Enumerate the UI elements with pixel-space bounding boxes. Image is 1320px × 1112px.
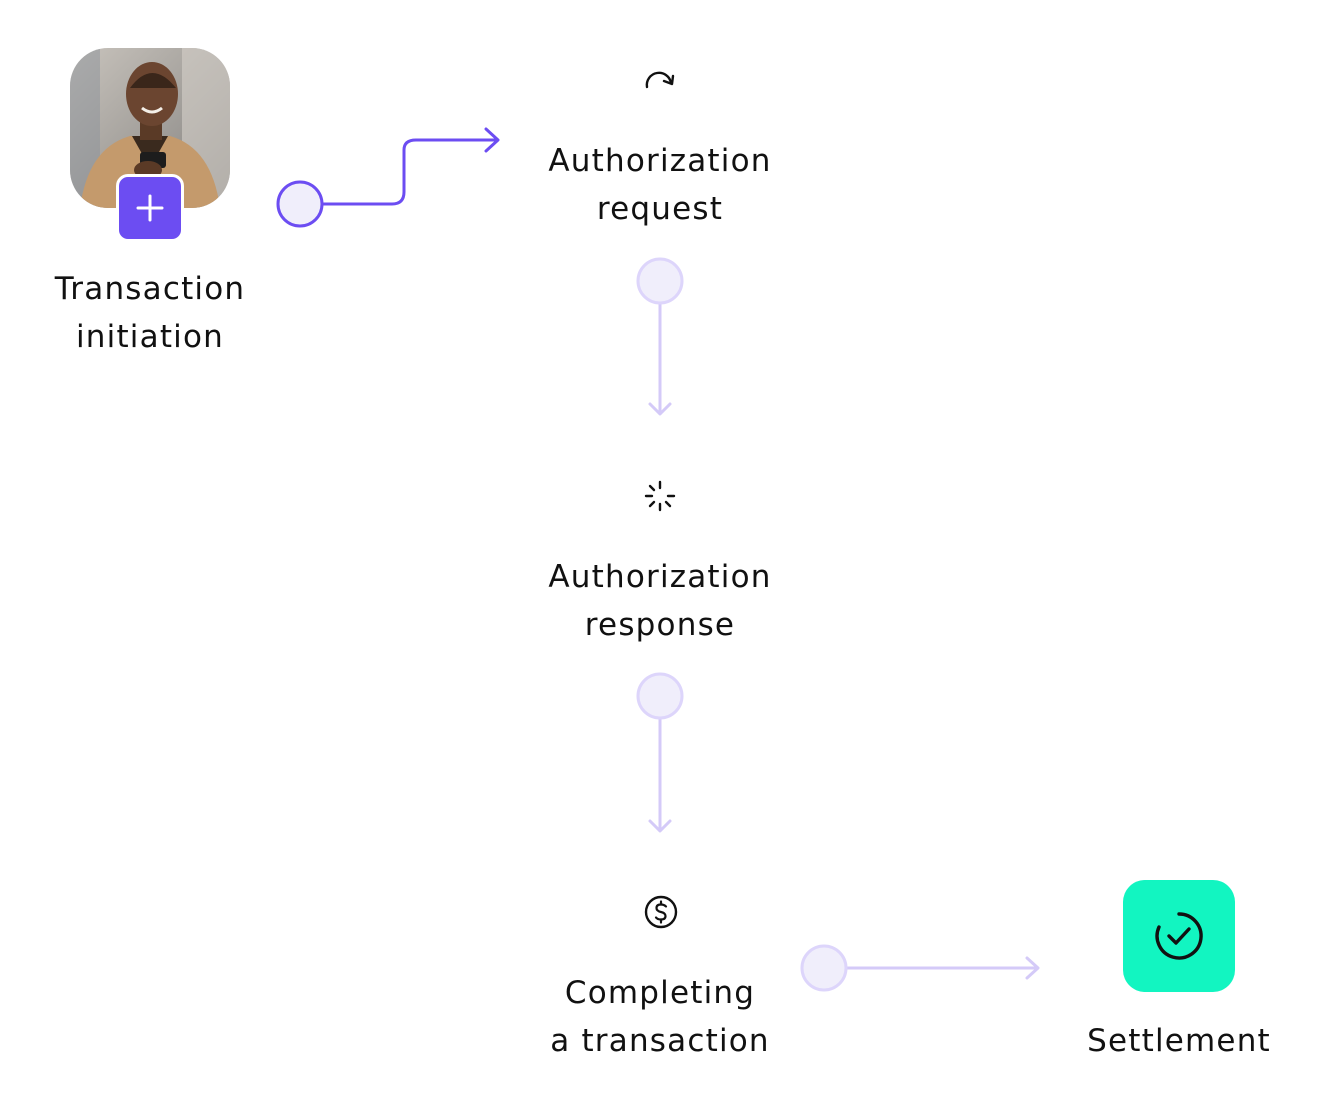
step-label-auth-response: Authorization response: [510, 553, 810, 649]
step-label-auth-response-line1: Authorization: [548, 559, 772, 595]
step-label-completing: Completing a transaction: [510, 969, 810, 1065]
settlement-tile: [1123, 880, 1235, 992]
step-label-initiation: Transaction initiation: [0, 265, 300, 361]
plus-icon: [116, 174, 184, 242]
redo-arrow-icon: [642, 66, 678, 96]
connector-initiation-to-request: [322, 138, 497, 206]
connector-node-response: [636, 672, 684, 720]
connector-node-initiation: [276, 180, 324, 228]
step-label-initiation-line2: initiation: [75, 319, 225, 355]
step-label-auth-request: Authorization request: [510, 137, 810, 233]
step-label-completing-line2: a transaction: [550, 1023, 770, 1059]
connector-arrowhead-completing: [648, 819, 672, 833]
connector-arrowhead-response: [648, 402, 672, 416]
step-label-settlement: Settlement: [1029, 1017, 1320, 1065]
step-label-auth-request-line1: Authorization: [548, 143, 772, 179]
connector-arrowhead-settlement: [1025, 956, 1040, 980]
step-label-completing-line1: Completing: [564, 975, 756, 1011]
step-label-auth-response-line2: response: [584, 607, 736, 643]
connector-node-request: [636, 257, 684, 305]
loading-spinner-icon: [642, 478, 678, 514]
step-label-settlement-line1: Settlement: [1087, 1023, 1271, 1059]
connector-node-completing: [800, 944, 848, 992]
step-label-auth-request-line2: request: [596, 191, 724, 227]
dollar-circle-icon: [643, 894, 679, 930]
step-label-initiation-line1: Transaction: [54, 271, 246, 307]
connector-arrowhead-request: [484, 127, 500, 153]
check-circle-icon: [1155, 912, 1203, 960]
